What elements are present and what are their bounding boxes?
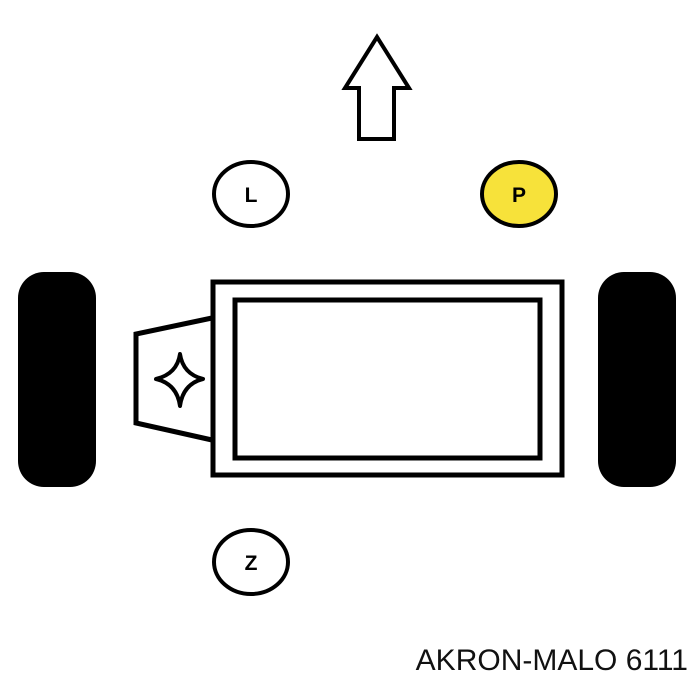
up-arrow-icon xyxy=(341,33,413,141)
four-point-star-icon xyxy=(154,352,205,408)
marker-right-circle xyxy=(480,160,558,228)
right-wheel xyxy=(598,272,676,487)
marker-bottom-label: Z xyxy=(245,552,258,575)
marker-bottom-circle xyxy=(212,528,290,596)
marker-bottom: Z xyxy=(212,528,290,596)
marker-right: P xyxy=(480,160,558,228)
marker-left-label: L xyxy=(245,184,258,207)
left-wheel xyxy=(18,272,96,487)
marker-right-label: P xyxy=(512,184,526,207)
marker-left: L xyxy=(212,160,290,228)
engine-block-inner xyxy=(232,297,543,461)
product-caption: AKRON-MALO 6111 xyxy=(415,644,688,677)
marker-left-circle xyxy=(212,160,290,228)
